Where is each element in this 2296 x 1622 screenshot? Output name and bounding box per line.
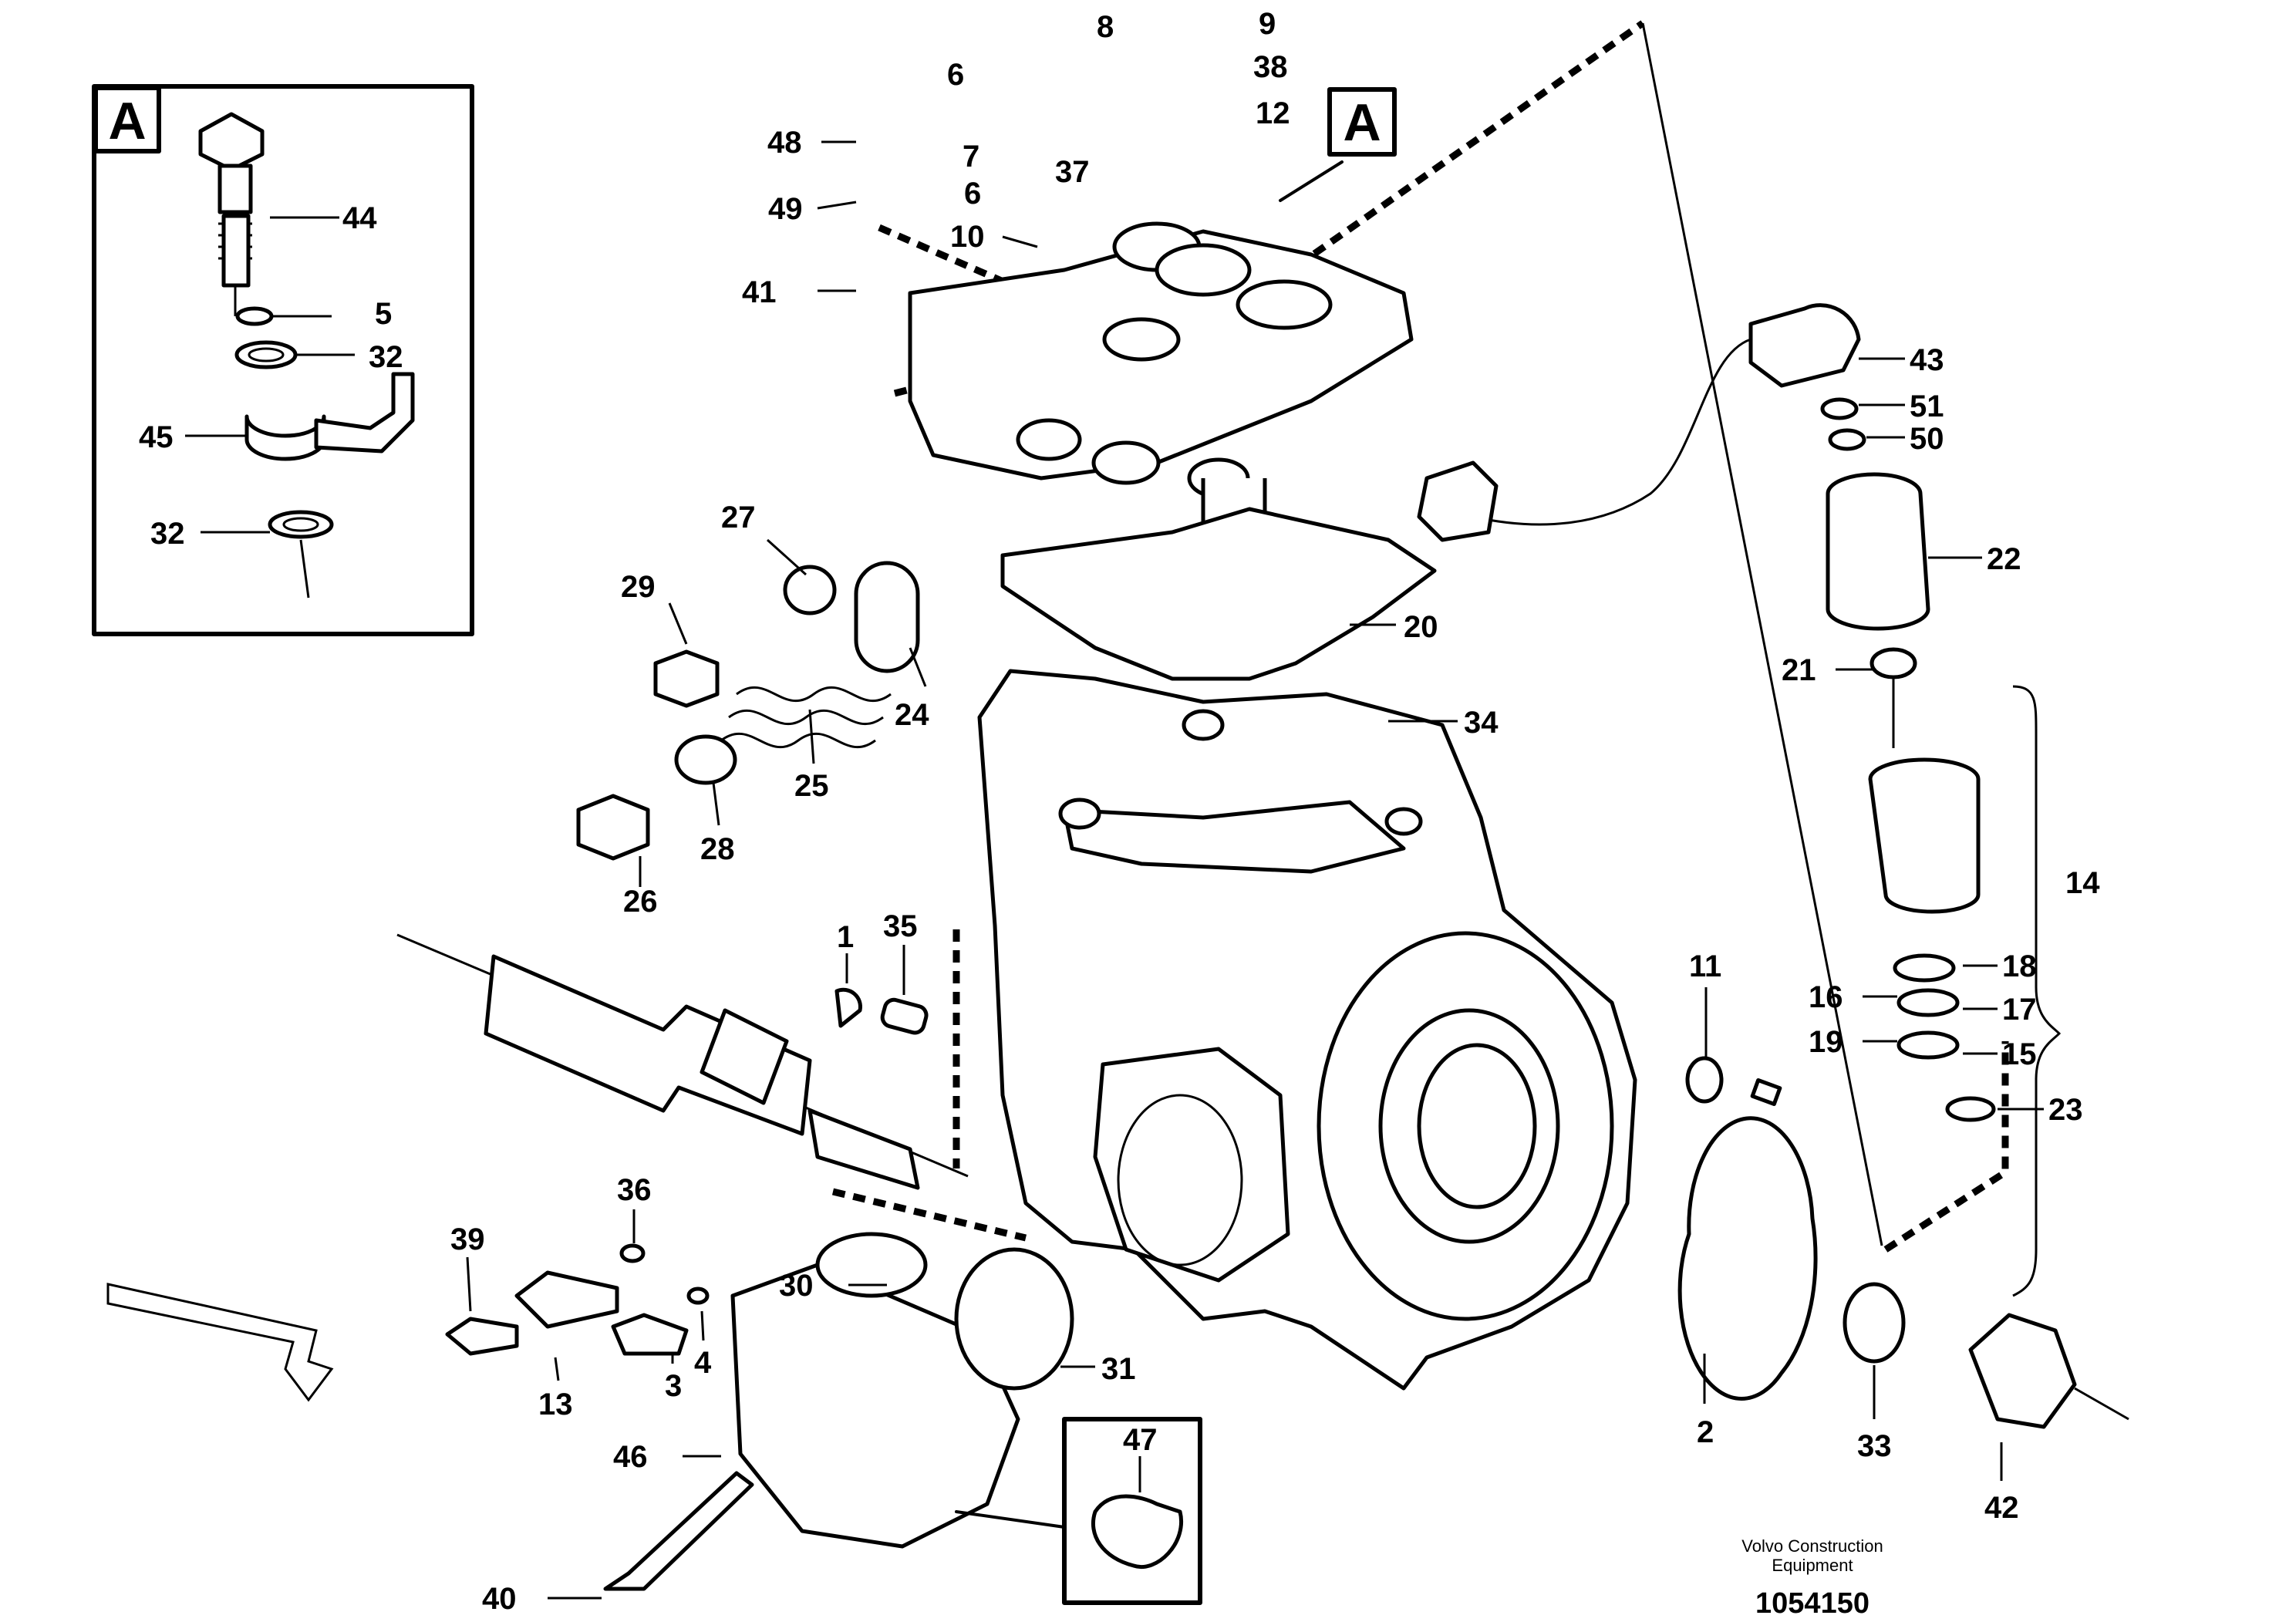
gasket xyxy=(1000,507,1437,681)
callout-label: 39 xyxy=(450,1222,485,1256)
callout-label: 18 xyxy=(2002,949,2037,983)
publisher-credit: Volvo Construction Equipment xyxy=(1681,1536,1944,1575)
callout-label: 28 xyxy=(700,832,735,866)
pressure-valve-parts xyxy=(576,561,920,861)
callout-label: 3 xyxy=(665,1369,682,1403)
credit-line-2: Equipment xyxy=(1772,1556,1853,1575)
callout-label: 15 xyxy=(2002,1037,2037,1071)
callout-label: 5 xyxy=(375,297,392,331)
detail-inset-47 xyxy=(955,1417,1202,1605)
callout-label: 10 xyxy=(950,220,985,254)
callout-label: 24 xyxy=(895,698,929,732)
callout-label: 35 xyxy=(883,909,918,943)
callout-label: 34 xyxy=(1464,706,1499,740)
detail-letter-inset: A xyxy=(108,92,146,150)
detail-inset-a: A xyxy=(92,84,474,636)
callout-label: 40 xyxy=(482,1582,517,1616)
callout-label: 25 xyxy=(794,769,829,803)
callout-label: 4 xyxy=(694,1346,712,1380)
callout-label: 8 xyxy=(1097,10,1114,44)
document-number: 1054150 xyxy=(1755,1587,1870,1620)
detail-letter-marker: A xyxy=(1343,93,1381,152)
callout-label: 51 xyxy=(1910,389,1944,423)
callout-label: 36 xyxy=(617,1173,652,1207)
callout-label: 47 xyxy=(1123,1423,1158,1457)
callout-label: 1 xyxy=(837,920,854,954)
pump-head xyxy=(908,221,1414,542)
callout-label: 19 xyxy=(1809,1025,1843,1059)
lower-parts xyxy=(106,987,2129,1591)
callout-label: 6 xyxy=(964,177,981,211)
detail-marker-a: A xyxy=(1279,87,1397,202)
callout-label: 30 xyxy=(779,1269,814,1303)
callout-label: 12 xyxy=(1256,96,1290,130)
callout-label: 6 xyxy=(947,58,964,92)
callout-label: 44 xyxy=(342,201,377,235)
callout-label: 27 xyxy=(721,501,756,534)
callout-label: 20 xyxy=(1404,610,1438,644)
callout-label: 14 xyxy=(2065,866,2100,900)
callout-labels: 44 5 32 45 32 6 8 9 38 12 48 7 37 6 49 1… xyxy=(139,7,2100,1616)
callout-label: 2 xyxy=(1697,1415,1714,1449)
pump-housing xyxy=(977,669,1637,1391)
callout-label: 13 xyxy=(538,1388,573,1421)
callout-label: 16 xyxy=(1809,980,1843,1014)
callout-label: 46 xyxy=(613,1440,648,1474)
callout-label: 7 xyxy=(963,140,979,174)
callout-label: 33 xyxy=(1857,1429,1892,1463)
callout-label: 45 xyxy=(139,420,174,454)
callout-label: 41 xyxy=(742,275,777,309)
callout-label: 48 xyxy=(767,126,802,160)
callout-label: 11 xyxy=(1689,949,1721,983)
drive-shaft xyxy=(396,933,969,1190)
callout-label: 29 xyxy=(621,570,656,604)
callout-label: 22 xyxy=(1987,542,2021,576)
callout-label: 31 xyxy=(1101,1352,1136,1386)
callout-label: 38 xyxy=(1253,50,1288,84)
callout-label: 21 xyxy=(1782,653,1816,687)
callout-label: 37 xyxy=(1055,155,1090,189)
callout-label: 49 xyxy=(768,192,803,226)
callout-label: 43 xyxy=(1910,343,1944,377)
callout-label: 23 xyxy=(2048,1093,2083,1127)
callout-label: 42 xyxy=(1984,1491,2019,1525)
callout-label: 50 xyxy=(1910,422,1944,456)
callout-label: 32 xyxy=(369,340,403,374)
callout-label: 26 xyxy=(623,885,658,919)
callout-label: 32 xyxy=(150,517,185,551)
callout-label: 17 xyxy=(2002,993,2037,1027)
credit-line-1: Volvo Construction xyxy=(1741,1536,1883,1556)
callout-label: 9 xyxy=(1259,7,1276,41)
stop-solenoid xyxy=(1417,303,2062,1297)
